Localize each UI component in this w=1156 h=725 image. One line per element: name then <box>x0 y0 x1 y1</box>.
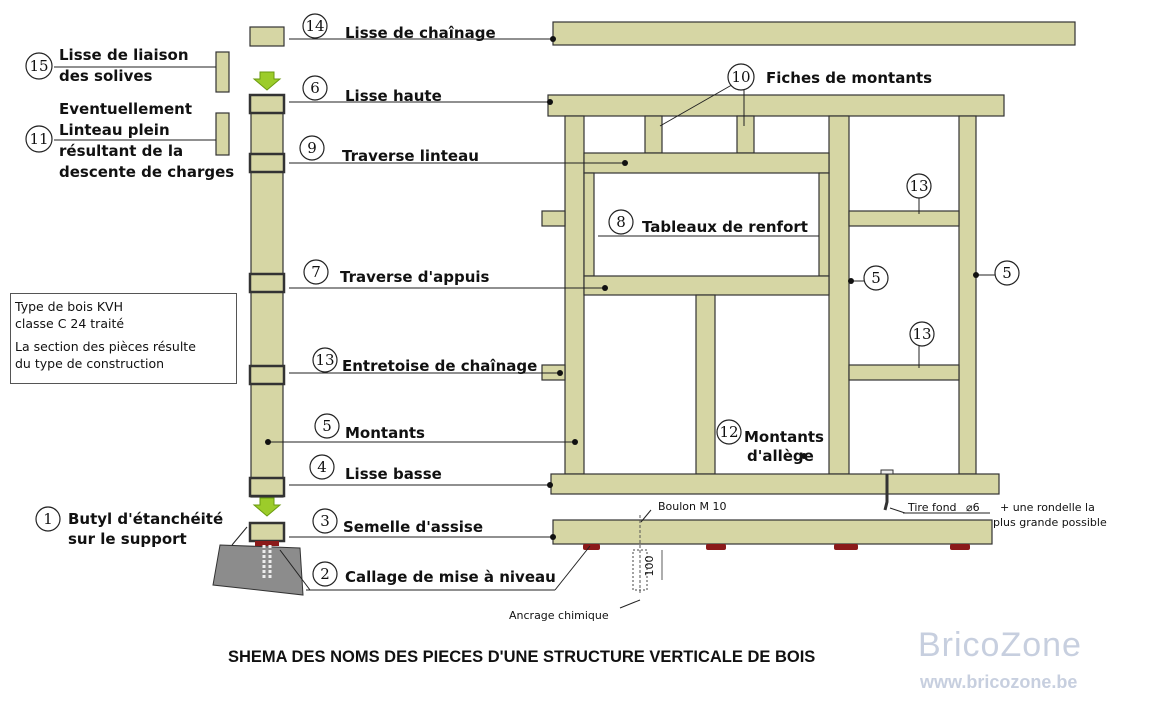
shim <box>706 544 726 550</box>
section-lisse-basse <box>248 476 286 498</box>
info-line: du type de construction <box>15 356 165 371</box>
label-montants-allege-1: Montants <box>744 428 824 446</box>
green-arrow-down-icon <box>252 71 282 91</box>
number-9: 9 <box>307 139 317 157</box>
lisse-haute <box>547 94 1005 117</box>
entretoise <box>848 210 960 227</box>
label-traverse-appuis: Traverse d'appuis <box>340 268 490 286</box>
bricozone-url: www.bricozone.be <box>920 672 1078 692</box>
number-4: 4 <box>317 458 327 476</box>
number-13: 13 <box>315 351 334 369</box>
lisse-basse <box>550 473 1000 495</box>
label-tableaux-renfort: Tableaux de renfort <box>642 218 808 236</box>
label-tire-fond-phi: ⌀6 <box>966 501 980 514</box>
section-entretoise <box>248 364 286 386</box>
number-13: 13 <box>912 325 931 343</box>
label-rondelle-2: plus grande possible <box>993 516 1107 529</box>
number-1: 1 <box>43 510 53 528</box>
section-lisse-haute <box>248 93 286 115</box>
section-traverse-linteau <box>248 152 286 174</box>
label-lisse-liaison-2: des solives <box>59 67 153 85</box>
montant <box>564 115 585 475</box>
anchor-hole <box>632 549 648 591</box>
number-11: 11 <box>29 130 48 148</box>
number-13: 13 <box>909 177 928 195</box>
label-lisse-basse: Lisse basse <box>345 465 442 483</box>
section-lisse-chainage <box>249 26 285 47</box>
number-2: 2 <box>320 565 330 583</box>
traverse-appuis <box>583 275 830 296</box>
shim <box>583 544 600 550</box>
section-traverse-appuis <box>248 272 286 294</box>
number-15: 15 <box>29 57 48 75</box>
entretoise <box>848 364 960 381</box>
number-circles: 14 15 6 11 10 9 8 13 7 5 5 13 13 5 12 4 … <box>25 13 1020 587</box>
label-lisse-haute: Lisse haute <box>345 87 442 105</box>
label-traverse-linteau: Traverse linteau <box>342 147 479 165</box>
lisse-chainage <box>552 21 1076 46</box>
label-linteau-3: résultant de la <box>59 142 183 160</box>
label-montants: Montants <box>345 424 425 442</box>
label-semelle: Semelle d'assise <box>343 518 483 536</box>
label-linteau-1: Eventuellement <box>59 100 192 118</box>
tableau-renfort <box>583 172 595 277</box>
fiche-montant <box>736 115 755 154</box>
label-fiches-montants: Fiches de montants <box>766 69 932 87</box>
info-line: classe C 24 traité <box>15 316 125 331</box>
label-rondelle-1: + une rondelle la <box>1000 501 1095 514</box>
label-butyl-2: sur le support <box>68 530 187 548</box>
section-linteau-plein <box>215 112 230 156</box>
label-entretoise: Entretoise de chaînage <box>342 357 537 375</box>
entretoise <box>541 210 566 227</box>
wall-frame: 100 <box>541 21 1076 595</box>
number-5: 5 <box>322 417 332 435</box>
label-lisse-liaison-1: Lisse de liaison <box>59 46 189 64</box>
number-5: 5 <box>871 269 881 287</box>
number-6: 6 <box>310 79 320 97</box>
concrete-support <box>212 544 304 596</box>
shim <box>950 544 970 550</box>
number-14: 14 <box>305 17 324 35</box>
montant <box>828 115 850 475</box>
montant <box>958 115 977 475</box>
label-callage: Callage de mise à niveau <box>345 568 556 586</box>
butyl-strip <box>255 541 279 546</box>
tire-fond-icon <box>883 474 889 511</box>
dimension-100: 100 <box>643 556 656 577</box>
bricozone-logo: BricoZone <box>918 626 1082 664</box>
section-lisse-liaison <box>215 51 230 93</box>
tableau-renfort <box>818 172 830 277</box>
semelle-assise <box>552 519 993 545</box>
shim <box>834 544 858 550</box>
label-lisse-chainage: Lisse de chaînage <box>345 24 496 42</box>
number-5: 5 <box>1002 264 1012 282</box>
fiche-montant <box>644 115 663 154</box>
section-semelle <box>248 521 286 543</box>
number-12: 12 <box>719 423 738 441</box>
montant-allege <box>695 294 716 475</box>
info-line: La section des pièces résulte <box>15 339 196 354</box>
label-linteau-4: descente de charges <box>59 163 234 181</box>
leader-dots <box>265 36 979 540</box>
label-linteau-2: Linteau plein <box>59 121 170 139</box>
label-boulon: Boulon M 10 <box>658 500 727 513</box>
number-7: 7 <box>311 263 321 281</box>
section-column <box>212 26 304 596</box>
label-montants-allege-2: d'allège <box>747 447 814 465</box>
label-tire-fond: Tire fond <box>907 501 957 514</box>
info-line: Type de bois KVH <box>15 299 123 314</box>
green-arrow-down-icon <box>252 497 282 517</box>
number-8: 8 <box>616 213 626 231</box>
diagram-title: SHEMA DES NOMS DES PIECES D'UNE STRUCTUR… <box>228 648 816 666</box>
number-3: 3 <box>320 512 330 530</box>
label-ancrage: Ancrage chimique <box>509 609 609 622</box>
wood-type-info-box: Type de bois KVH classe C 24 traité La s… <box>10 293 237 384</box>
label-butyl-1: Butyl d'étanchéité <box>68 510 223 528</box>
number-10: 10 <box>731 68 750 86</box>
tire-fond-head <box>880 469 894 475</box>
text-labels: Lisse de chaînage Lisse de liaison des s… <box>59 24 1107 622</box>
